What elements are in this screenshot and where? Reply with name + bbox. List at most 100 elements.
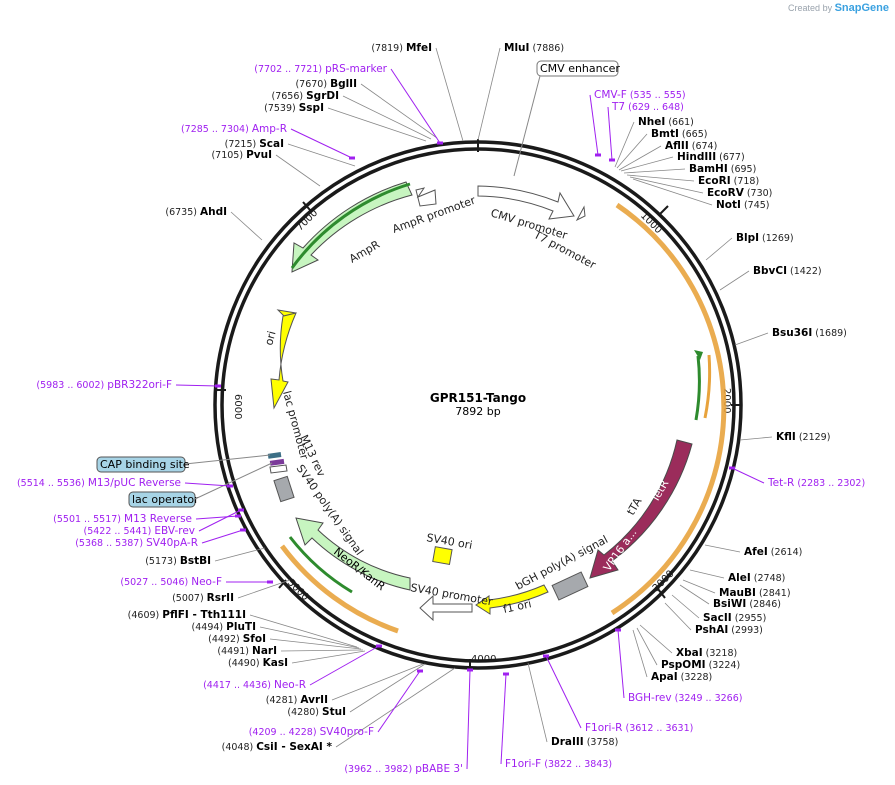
- site-leader-line: [360, 83, 438, 139]
- primer-sv40pa-r: (5368 .. 5387) SV40pA-R: [75, 528, 246, 549]
- site-name: ApaI: [651, 671, 678, 683]
- tet-r-strand-head: [694, 350, 703, 360]
- site-position: (2841): [756, 588, 791, 599]
- site-ecori: EcoRI (718): [626, 174, 760, 187]
- primer-name: BGH-rev: [628, 692, 672, 704]
- primer-label: (4209 .. 4228) SV40pro-F: [249, 726, 374, 738]
- site-ahdi: (6735) AhdI: [165, 206, 263, 241]
- site-label: (4048) CsiI - SexAI *: [222, 741, 333, 753]
- site-leader-line: [679, 584, 710, 605]
- site-leader-line: [618, 145, 662, 171]
- site-label: (7539) SspI: [264, 102, 324, 114]
- ori-arrow: [270, 309, 297, 410]
- tick-5000: [278, 579, 287, 589]
- site-leader-line: [335, 667, 456, 748]
- site-afei: AfeI (2614): [704, 544, 802, 558]
- primer-range: (5422 .. 5441): [83, 526, 154, 537]
- site-position: (5007): [172, 593, 207, 604]
- primer-range: (7702 .. 7721): [254, 64, 325, 75]
- site-label: BbvCI (1422): [753, 265, 822, 277]
- ampr-promoter-arrow: [415, 187, 437, 207]
- primer-binding-mark: [376, 644, 382, 648]
- site-leader-line: [331, 663, 424, 701]
- primer-binding-mark: [417, 669, 423, 673]
- site-name: AflII: [665, 140, 689, 152]
- site-label: (7819) MfeI: [371, 42, 432, 54]
- primer-leader-line: [545, 655, 582, 729]
- site-leader-line: [689, 569, 725, 579]
- site-position: (2993): [728, 625, 763, 636]
- primer-leader-line: [377, 670, 421, 733]
- primer-bgh-rev: BGH-rev (3249 .. 3266): [615, 628, 742, 704]
- site-leader-line: [705, 237, 733, 261]
- ampr-arrow: [291, 181, 413, 273]
- tick-label-6000: 6000: [232, 394, 243, 419]
- site-blpi: BlpI (1269): [705, 232, 794, 261]
- cap-binding-site-box: [96, 456, 186, 473]
- site-position: (2748): [751, 573, 786, 584]
- site-leader-line: [682, 579, 716, 594]
- site-label: EcoRV (730): [707, 187, 772, 199]
- cmv-promoter-arrow: [477, 185, 575, 220]
- site-name: MauBI: [719, 587, 756, 599]
- site-leader-line: [230, 211, 263, 241]
- site-leader-line: [719, 270, 750, 291]
- primer-name: pBABE 3': [415, 763, 463, 775]
- site-apai: ApaI (3228): [632, 629, 712, 683]
- primer-pbabe-3-: (3962 .. 3982) pBABE 3': [344, 668, 473, 775]
- primer-leader-line: [466, 669, 471, 770]
- sv40-promoter-arrow: [419, 594, 473, 622]
- site-label: Bsu36I (1689): [772, 327, 847, 339]
- site-position: (3758): [584, 737, 619, 748]
- site-name: DraIII: [551, 736, 584, 748]
- snapgene-credit: Created by SnapGene: [788, 2, 889, 14]
- site-avrii: (4281) AvrII: [266, 663, 424, 706]
- site-label: (5007) RsrII: [172, 592, 234, 604]
- site-name: ScaI: [259, 138, 284, 150]
- primer-leader-line: [201, 529, 244, 544]
- primer-pbr322ori-f: (5983 .. 6002) pBR322ori-F: [36, 379, 221, 391]
- site-name: CsiI - SexAI *: [256, 741, 332, 753]
- site-label: HindIII (677): [677, 151, 745, 163]
- site-leader-line: [214, 547, 266, 562]
- site-position: (2129): [796, 432, 831, 443]
- site-leader-line: [616, 133, 648, 169]
- primer-binding-mark: [729, 466, 735, 470]
- primer-label: T7 (629 .. 648): [611, 101, 684, 113]
- site-name: PshAI: [695, 624, 728, 636]
- site-label: MluI (7886): [504, 42, 564, 54]
- site-position: (4281): [266, 695, 301, 706]
- site-nhei: NheI (661): [614, 116, 694, 168]
- primer-leader-line: [290, 128, 353, 159]
- site-bbvci: BbvCI (1422): [719, 265, 822, 291]
- primer-binding-mark: [503, 672, 509, 676]
- primer-label: (5422 .. 5441) EBV-rev: [83, 525, 195, 537]
- primer-range: (5368 .. 5387): [75, 538, 146, 549]
- label-ori: ori: [262, 330, 278, 347]
- primer-range: (5514 .. 5536): [17, 478, 88, 489]
- site-position: (718): [731, 176, 760, 187]
- tick-1000: [659, 205, 669, 215]
- site-label: (4490) KasI: [228, 657, 288, 669]
- site-position: (4491): [217, 646, 252, 657]
- lac-operator-leader: [194, 462, 273, 500]
- site-name: EcoRV: [707, 187, 745, 199]
- site-leader-line: [249, 614, 358, 648]
- site-position: (7215): [225, 139, 260, 150]
- site-pluti: (4494) PluTI: [192, 621, 360, 649]
- f1-ori-arrow: [475, 584, 549, 615]
- site-name: RsrII: [207, 592, 234, 604]
- primer-range: (4209 .. 4228): [249, 727, 320, 738]
- site-name: PluTI: [226, 621, 256, 633]
- site-position: (665): [679, 129, 708, 140]
- site-label: (4491) NarI: [217, 645, 277, 657]
- primer-label: F1ori-R (3612 .. 3631): [585, 722, 693, 734]
- site-position: (5173): [145, 556, 180, 567]
- primer-binding-mark: [215, 384, 221, 388]
- site-position: (7105): [211, 150, 246, 161]
- site-leader-line: [629, 176, 704, 194]
- primer-name: M13 Reverse: [124, 513, 192, 525]
- site-scai: (7215) ScaI: [225, 138, 356, 167]
- primer-label: F1ori-F (3822 .. 3843): [505, 758, 612, 770]
- boxed-labels: CMV enhancer CAP binding site lac operat…: [96, 60, 620, 508]
